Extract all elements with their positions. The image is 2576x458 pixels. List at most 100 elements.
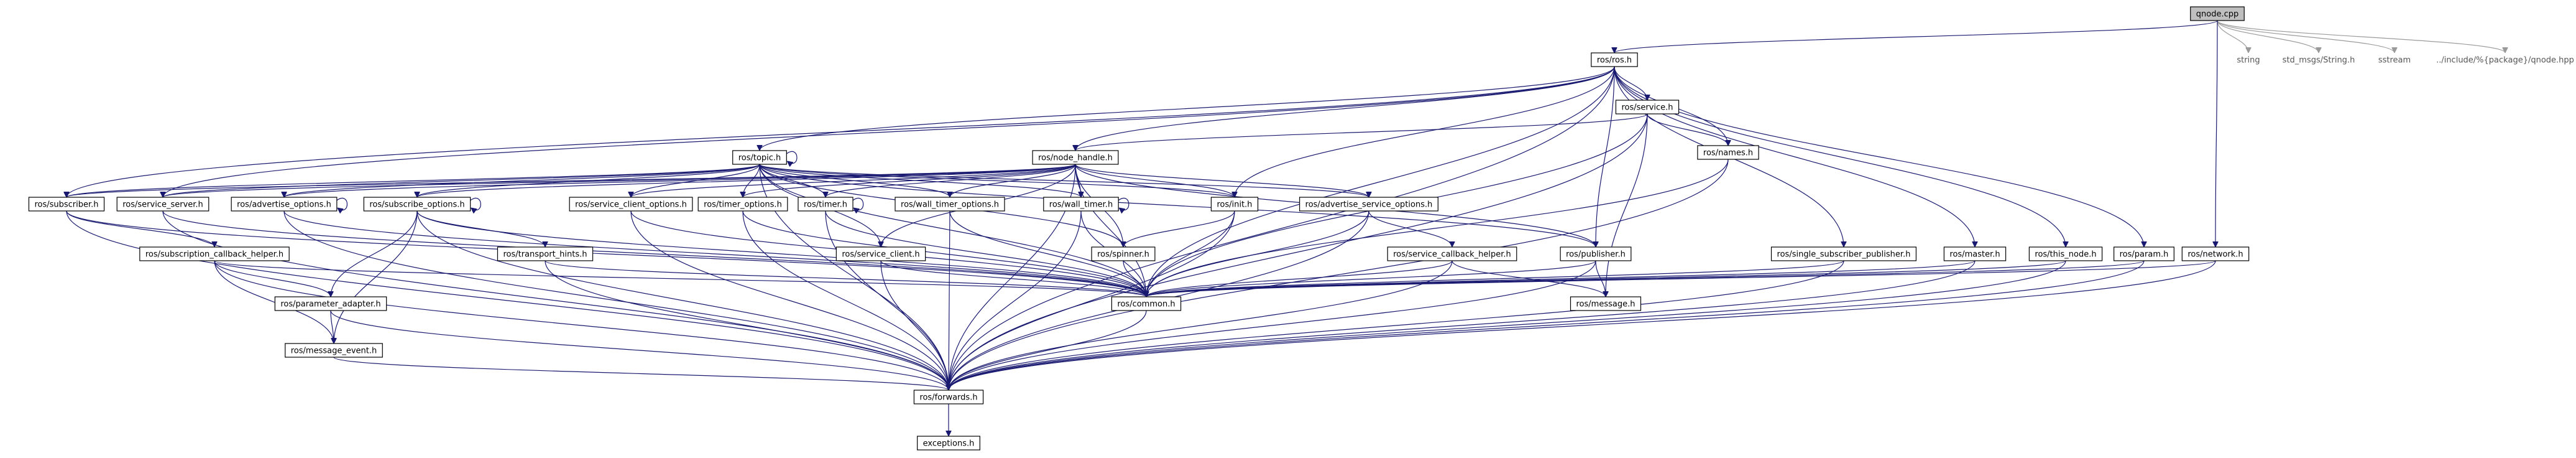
node-ros-publisher[interactable]: ros/publisher.h	[1560, 246, 1632, 261]
node-box	[497, 246, 594, 261]
node-box	[895, 197, 1005, 212]
edge-qnode-to-sstream	[2217, 20, 2394, 54]
edge-ros-subscribe-options-to-ros-subscribe-options	[470, 198, 481, 210]
edge-ros-topic-to-ros-service-server	[163, 164, 760, 198]
node-label: ros/service.h	[1621, 103, 1673, 113]
node-box	[1032, 150, 1119, 165]
edge-qnode-to-string	[2217, 20, 2248, 54]
node-ros-wall-timer[interactable]: ros/wall_timer.h	[1043, 197, 1119, 212]
edge-ros-service-callback-helper-to-ros-common	[1146, 260, 1453, 297]
edge-ros-topic-to-ros-advertise-service-options	[759, 164, 1369, 198]
node-label: ros/service_callback_helper.h	[1393, 250, 1511, 259]
node-ros-advertise-service-options[interactable]: ros/advertise_service_options.h	[1299, 197, 1438, 212]
node-ros-service-callback-helper[interactable]: ros/service_callback_helper.h	[1387, 246, 1517, 261]
node-ros-timer[interactable]: ros/timer.h	[798, 197, 853, 212]
node-ros-service-server[interactable]: ros/service_server.h	[116, 197, 209, 212]
node-box	[1560, 246, 1632, 261]
node-label: ros/parameter_adapter.h	[280, 300, 380, 309]
node-ros-param[interactable]: ros/param.h	[2114, 246, 2174, 261]
node-box	[1043, 197, 1119, 212]
node-label: string	[2237, 56, 2260, 65]
node-ros-single-subscriber-publisher[interactable]: ros/single_subscriber_publisher.h	[1770, 246, 1917, 261]
edge-ros-subscribe-options-to-ros-transport-hints	[416, 210, 545, 248]
edge-ros-node-handle-to-ros-subscribe-options	[417, 164, 1076, 198]
node-ros-service[interactable]: ros/service.h	[1615, 100, 1680, 115]
edge-ros-ros-to-ros-init	[1235, 66, 1615, 197]
node-label: ros/advertise_service_options.h	[1305, 200, 1433, 210]
edge-ros-node-handle-to-ros-timer	[826, 164, 1076, 198]
edge-ros-network-to-ros-forwards	[949, 260, 2216, 390]
node-box	[1943, 246, 2007, 261]
edge-ros-timer-to-ros-forwards	[825, 210, 949, 390]
node-label: ros/timer_options.h	[704, 200, 782, 210]
edge-ros-advertise-options-to-ros-advertise-options	[336, 198, 348, 210]
node-ros-forwards[interactable]: ros/forwards.h	[913, 390, 984, 404]
node-ros-ros[interactable]: ros/ros.h	[1591, 52, 1638, 67]
node-ros-timer-options[interactable]: ros/timer_options.h	[697, 197, 788, 212]
node-box	[2028, 246, 2103, 261]
edge-ros-topic-to-ros-topic	[786, 151, 798, 163]
edge-ros-node-handle-to-ros-advertise-service-options	[1075, 164, 1369, 198]
node-label: ros/subscribe_options.h	[369, 200, 464, 210]
node-ros-transport-hints[interactable]: ros/transport_hints.h	[497, 246, 594, 261]
node-ros-message[interactable]: ros/message.h	[1570, 296, 1642, 311]
node-box	[363, 197, 471, 212]
node-ros-node-handle[interactable]: ros/node_handle.h	[1032, 150, 1119, 165]
node-qnode[interactable]: qnode.cpp	[2190, 6, 2245, 21]
edge-ros-transport-hints-to-ros-common	[545, 260, 1146, 297]
node-ros-parameter-adapter[interactable]: ros/parameter_adapter.h	[274, 296, 387, 311]
node-box	[1770, 246, 1917, 261]
node-ros-subscription-callback-helper[interactable]: ros/subscription_callback_helper.h	[139, 246, 290, 261]
edge-ros-advertise-service-options-to-ros-common	[1146, 210, 1369, 297]
node-box	[569, 197, 693, 212]
node-box	[1615, 100, 1680, 115]
node-box	[1697, 145, 1759, 160]
node-ros-service-client-options[interactable]: ros/service_client_options.h	[569, 197, 693, 212]
node-ros-advertise-options[interactable]: ros/advertise_options.h	[231, 197, 338, 212]
edge-ros-ros-to-ros-common	[1146, 66, 1615, 297]
node-label: ros/init.h	[1217, 200, 1252, 210]
node-label: ros/wall_timer_options.h	[901, 200, 999, 210]
node-box	[913, 390, 984, 404]
node-ros-this-node[interactable]: ros/this_node.h	[2028, 246, 2103, 261]
node-box	[231, 197, 338, 212]
node-ros-wall-timer-options[interactable]: ros/wall_timer_options.h	[895, 197, 1005, 212]
node-label: ros/common.h	[1117, 300, 1175, 309]
node-ros-subscribe-options[interactable]: ros/subscribe_options.h	[363, 197, 471, 212]
node-ros-service-client[interactable]: ros/service_client.h	[835, 246, 926, 261]
edge-ros-init-to-ros-spinner	[1123, 210, 1235, 248]
node-ros-names[interactable]: ros/names.h	[1697, 145, 1759, 160]
node-exceptions[interactable]: exceptions.h	[917, 436, 980, 451]
edge-ros-topic-to-ros-advertise-options	[284, 164, 760, 198]
node-box	[139, 246, 290, 261]
node-ros-init[interactable]: ros/init.h	[1210, 197, 1259, 212]
node-label: ros/subscription_callback_helper.h	[145, 250, 283, 259]
node-ros-common[interactable]: ros/common.h	[1111, 296, 1182, 311]
edge-ros-node-handle-to-ros-service-client-options	[631, 164, 1076, 198]
node-label: ros/wall_timer.h	[1049, 200, 1113, 210]
node-ros-network[interactable]: ros/network.h	[2181, 246, 2250, 261]
node-box	[116, 197, 209, 212]
edge-ros-ros-to-ros-forwards	[949, 66, 1615, 390]
node-ros-topic[interactable]: ros/topic.h	[732, 150, 787, 165]
node-ros-subscriber[interactable]: ros/subscriber.h	[28, 197, 105, 212]
edge-ros-subscribe-options-to-ros-parameter-adapter	[331, 210, 418, 297]
edge-ros-node-handle-to-ros-timer-options	[743, 164, 1076, 198]
edge-ros-ros-to-ros-publisher	[1596, 66, 1615, 247]
edge-ros-topic-to-ros-common	[759, 164, 1146, 297]
node-ros-spinner[interactable]: ros/spinner.h	[1091, 246, 1156, 261]
node-ros-message-event[interactable]: ros/message_event.h	[285, 343, 383, 358]
edge-ros-subscribe-options-to-ros-common	[416, 210, 1146, 297]
edge-ros-names-to-ros-forwards	[949, 159, 1729, 390]
edge-ros-advertise-options-to-ros-common	[283, 210, 1146, 297]
edge-ros-subscriber-to-ros-common	[66, 210, 1146, 297]
edge-ros-subscriber-to-ros-subscription-callback-helper	[66, 210, 214, 248]
node-label: ros/transport_hints.h	[503, 250, 587, 259]
node-label: ros/single_subscriber_publisher.h	[1777, 250, 1911, 259]
edge-ros-parameter-adapter-to-ros-forwards	[330, 310, 949, 391]
edge-ros-common-to-ros-forwards	[949, 310, 1147, 390]
node-label: ros/timer.h	[804, 200, 847, 210]
node-ros-master[interactable]: ros/master.h	[1943, 246, 2007, 261]
node-label: ros/param.h	[2120, 250, 2169, 259]
